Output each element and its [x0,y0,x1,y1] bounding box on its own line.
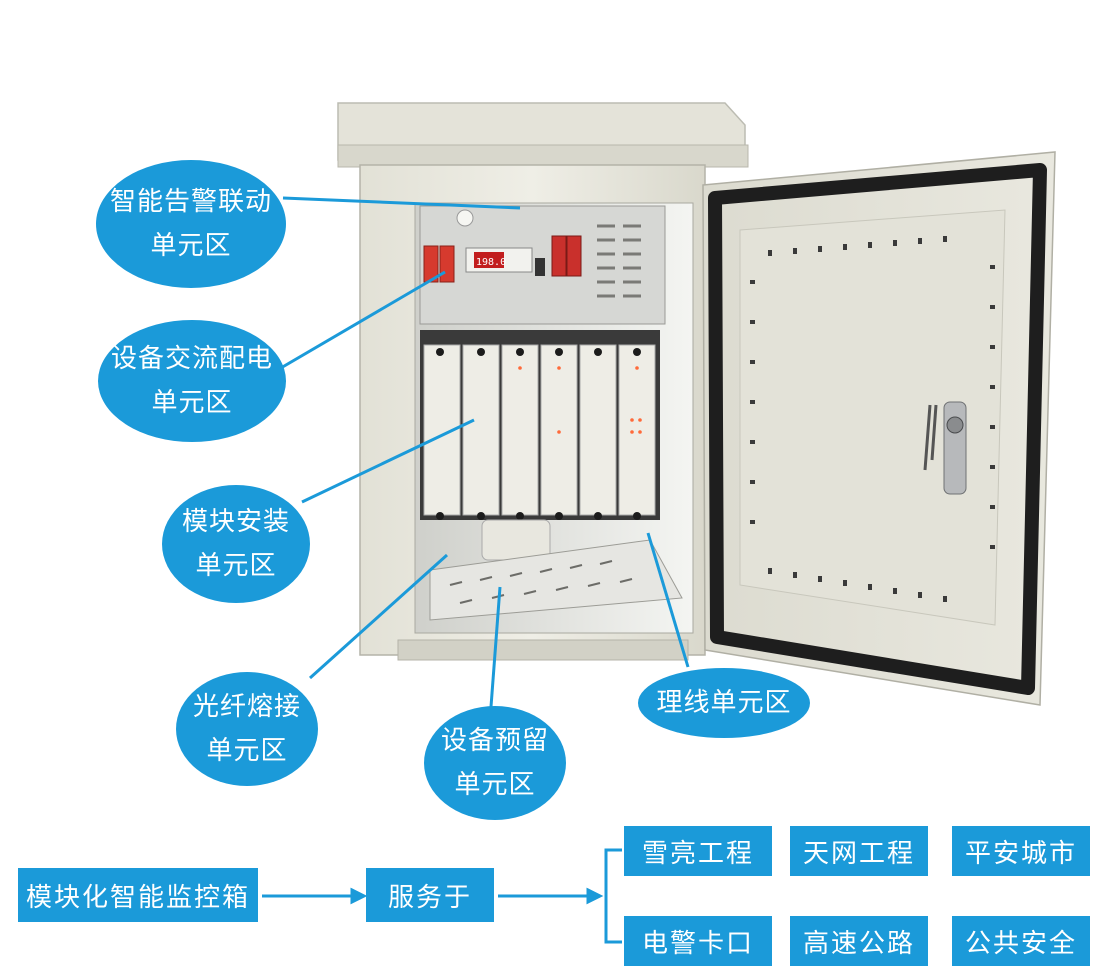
serves-box: 服务于 [366,868,494,922]
target-highway-label: 高速公路 [802,928,915,959]
cable-tray [429,539,683,621]
target-traffic-checkpoint-label: 电警卡口 [641,928,754,959]
module-screws [436,348,641,520]
callout-alarm-line2: 单元区 [150,231,232,261]
lock-icon [946,416,964,434]
vent-slots [597,224,641,298]
door-inner-panel [739,209,1006,626]
target-safe-city: 平安城市 [952,826,1090,876]
callout-module-line1: 模块安装 [181,507,290,537]
door-rail-holes [750,236,995,602]
rain-hood-front [337,144,749,168]
callout-reserve-line1: 设备预留 [440,726,549,756]
target-traffic-checkpoint: 电警卡口 [624,916,772,966]
callout-fiber-line1: 光纤熔接 [192,692,301,722]
target-safe-city-label: 平安城市 [964,838,1077,869]
callout-ac-power-line2: 单元区 [151,388,233,418]
target-highway: 高速公路 [790,916,928,966]
product-box: 模块化智能监控箱 [18,868,258,922]
callout-ac-power: 设备交流配电 单元区 [98,320,286,442]
callout-reserve-line2: 单元区 [454,770,536,800]
leader-lines [273,196,690,721]
surge-protector-2 [566,235,582,277]
surge-protector-1 [551,235,567,277]
power-switch [535,258,545,276]
target-tianwang: 天网工程 [790,826,928,876]
callout-alarm-linkage: 智能告警联动 单元区 [96,160,286,288]
serves-label: 服务于 [387,882,472,913]
cabinet-bottom [397,639,689,661]
sensor-icon [456,209,474,227]
callout-cabling-line1: 理线单元区 [656,688,792,718]
callout-fiber-line2: 单元区 [206,736,288,766]
display-screen [474,252,504,268]
target-public-safety-label: 公共安全 [964,928,1077,959]
callout-module-line2: 单元区 [195,551,277,581]
breaker-right [439,245,455,283]
breaker-left [423,245,439,283]
door-seal [708,163,1047,695]
target-xueliang: 雪亮工程 [624,826,772,876]
target-xueliang-label: 雪亮工程 [641,838,754,869]
product-label: 模块化智能监控箱 [25,882,250,913]
callout-ac-power-line1: 设备交流配电 [110,344,273,374]
callout-reserve: 设备预留 单元区 [424,706,566,820]
keys-icon [923,404,938,471]
target-tianwang-label: 天网工程 [802,838,915,869]
callout-cabling: 理线单元区 [638,668,810,738]
module-cards [423,344,656,516]
module-leds [518,366,642,434]
display-value: 198.0 [476,257,506,268]
lock-plate [943,401,967,495]
target-public-safety: 公共安全 [952,916,1090,966]
reserve-block [481,519,551,561]
callout-alarm-line1: 智能告警联动 [109,187,272,217]
callout-fiber: 光纤熔接 单元区 [176,672,318,786]
callout-module: 模块安装 单元区 [162,485,310,603]
